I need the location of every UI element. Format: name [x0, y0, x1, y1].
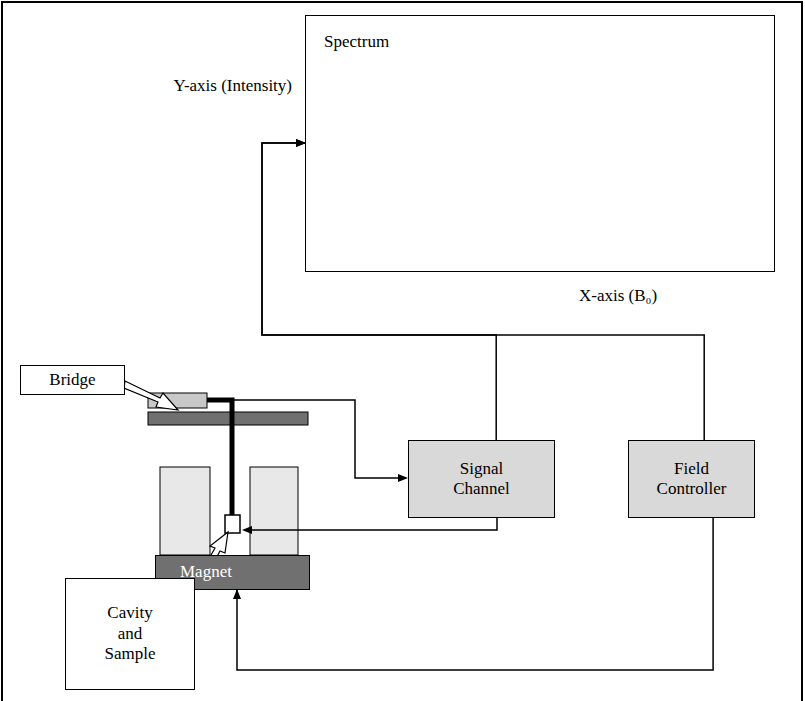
axis-label: Y-axis (Intensity) [173, 76, 292, 96]
process-box: Signal Channel [408, 440, 555, 518]
node-text: Signal Channel [453, 459, 510, 500]
signal-line [237, 518, 713, 670]
process-box: Field Controller [628, 440, 755, 518]
callout-box: Bridge [20, 365, 125, 395]
callout-box: Cavity and Sample [65, 578, 195, 690]
callout-arrow [124, 381, 178, 410]
cavity [225, 515, 240, 533]
arrowhead [398, 474, 408, 482]
axis-label: X-axis (B₀) [579, 286, 657, 306]
spectrum-box: Spectrum [305, 15, 775, 272]
wire [207, 400, 400, 478]
waveguide [207, 400, 232, 515]
wire [250, 518, 497, 530]
magnet-pole [160, 467, 210, 555]
magnet-pole [250, 467, 298, 555]
arrowhead [242, 526, 252, 534]
magnet-top-plate [148, 412, 308, 425]
node-text: Cavity and Sample [105, 603, 156, 664]
node-text: Field Controller [657, 459, 727, 500]
node-text: Spectrum [324, 32, 389, 52]
node-text: Bridge [49, 370, 95, 390]
